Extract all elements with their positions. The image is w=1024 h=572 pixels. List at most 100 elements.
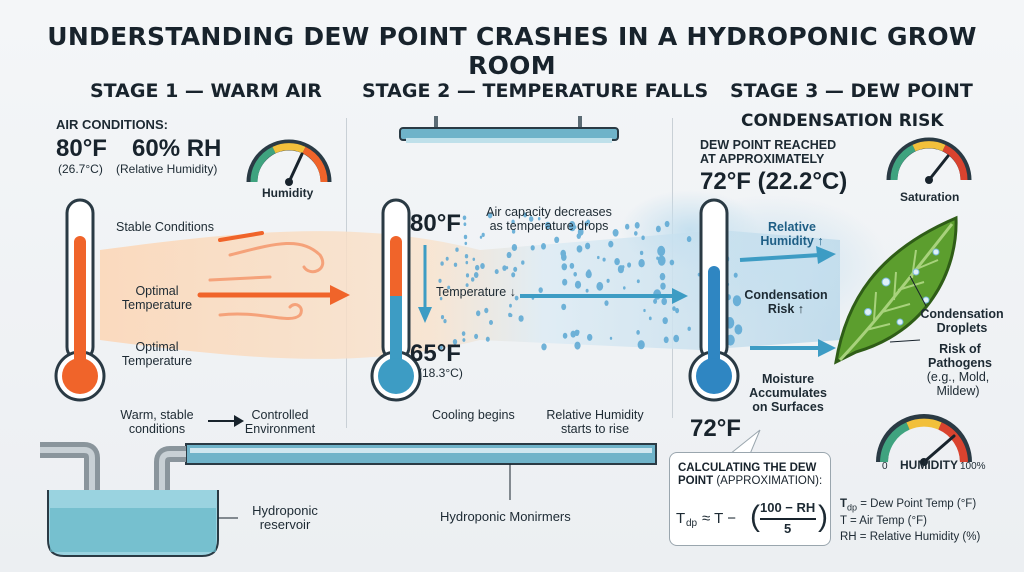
water-droplet [462,338,466,342]
water-droplet [462,215,467,221]
water-droplet [529,216,534,222]
water-droplet [641,235,645,241]
formula-approx: ≈ T − [702,510,736,527]
controlled-environment-label: Controlled Environment [244,408,316,436]
water-droplet [661,297,667,306]
condensation-risk-label: Condensation Risk ↑ [744,288,828,316]
optimal-temperature-label-2: Optimal Temperature [121,340,193,368]
saturation-gauge [886,137,972,184]
gauge-min-label: 0 [882,461,888,472]
water-droplet [586,271,592,278]
stage-3-heading: STAGE 3 — DEW POINT [730,80,973,102]
water-droplet [472,257,476,261]
water-droplet [686,236,692,243]
water-droplet [687,326,691,331]
water-droplet [513,266,518,272]
water-droplet [541,243,546,250]
water-droplet [597,255,600,260]
water-droplet [479,235,483,239]
formula-denominator: 5 [784,521,792,536]
water-droplet [440,315,445,320]
water-droplet [656,256,659,260]
hydroponic-monitor-label: Hydroponic Monirmers [440,509,571,524]
water-droplet [657,245,666,257]
stage2-temp-low-c: (18.3°C) [418,366,463,380]
water-droplet [659,272,666,281]
water-droplet [735,301,739,307]
reservoir-label: Hydroponic reservoir [252,503,318,532]
formula-paren-left: ( [750,500,760,533]
water-droplet [576,245,583,253]
water-droplet [471,277,475,282]
warm-air-arrows [197,231,350,320]
water-droplet [502,265,507,271]
stage1-thermometer [54,198,106,402]
water-droplet [511,244,518,251]
formula-paren-right: ) [818,500,828,533]
hydroponic-pipes-reservoir [40,442,657,557]
stage1-temp-f: 80°F [56,135,107,162]
water-droplet [537,217,541,221]
gauge-name-label: HUMIDITY [900,458,958,472]
water-droplet [473,272,479,278]
water-droplet [541,343,547,351]
temperature-drop-label: Temperature ↓ [436,285,516,299]
page-title: UNDERSTANDING DEW POINT CRASHES IN A HYD… [47,22,977,80]
water-droplet [664,220,670,228]
grow-light-fixture [399,116,619,143]
water-droplet [464,241,468,246]
rh-up-label: Relative Humidity ↑ [760,220,824,248]
stage1-rh-desc: (Relative Humidity) [116,162,218,176]
water-droplet [439,296,443,301]
water-droplet [465,260,469,265]
water-droplet [627,262,632,268]
water-droplet [562,278,568,286]
water-droplet [445,256,449,261]
legend-t: T = Air Temp (°F) [840,515,927,527]
water-droplet [489,320,493,325]
water-droplet [465,273,470,278]
water-droplet [612,229,619,237]
water-droplet [625,223,630,230]
stable-conditions-label: Stable Conditions [116,220,214,234]
stage3-thermo-temp: 72°F [690,415,741,442]
water-droplet [509,303,512,308]
water-droplet [733,272,738,278]
water-droplet [634,231,638,236]
water-droplet [584,221,589,227]
water-droplet [574,280,582,289]
stage-1-heading: STAGE 1 — WARM AIR [90,80,322,102]
water-droplet [465,283,469,287]
water-droplet [585,242,591,250]
water-droplet [518,315,524,322]
dew-point-formula-box [669,452,831,546]
rh-rise-label: Relative Humidity starts to rise [546,408,644,436]
water-droplet [734,324,743,335]
water-droplet [639,250,644,256]
water-droplet [606,278,610,283]
water-droplet [570,330,576,338]
water-droplet [506,253,511,258]
water-droplet [505,266,509,270]
water-droplet [621,265,625,269]
water-droplet [562,332,568,339]
water-droplet [455,247,459,252]
stage3-thermometer [688,198,740,402]
water-droplet [576,233,581,240]
water-droplet [480,263,485,269]
water-droplet [545,221,551,230]
air-conditions-label: AIR CONDITIONS: [56,117,168,132]
pathogens-label: Risk of Pathogens [928,342,992,370]
stage3-arrows [739,246,836,357]
water-droplet [568,221,576,230]
formula-lhs-sub: dp [686,518,698,529]
water-droplet [569,262,575,269]
stage-2-heading: STAGE 2 — TEMPERATURE FALLS [362,80,709,102]
water-droplet [608,240,614,248]
water-droplet [464,254,469,259]
water-droplet [514,295,519,301]
water-droplet [675,307,680,314]
stage1-rh: 60% RH [132,135,222,162]
water-droplet [638,259,645,268]
water-droplet [614,258,620,266]
